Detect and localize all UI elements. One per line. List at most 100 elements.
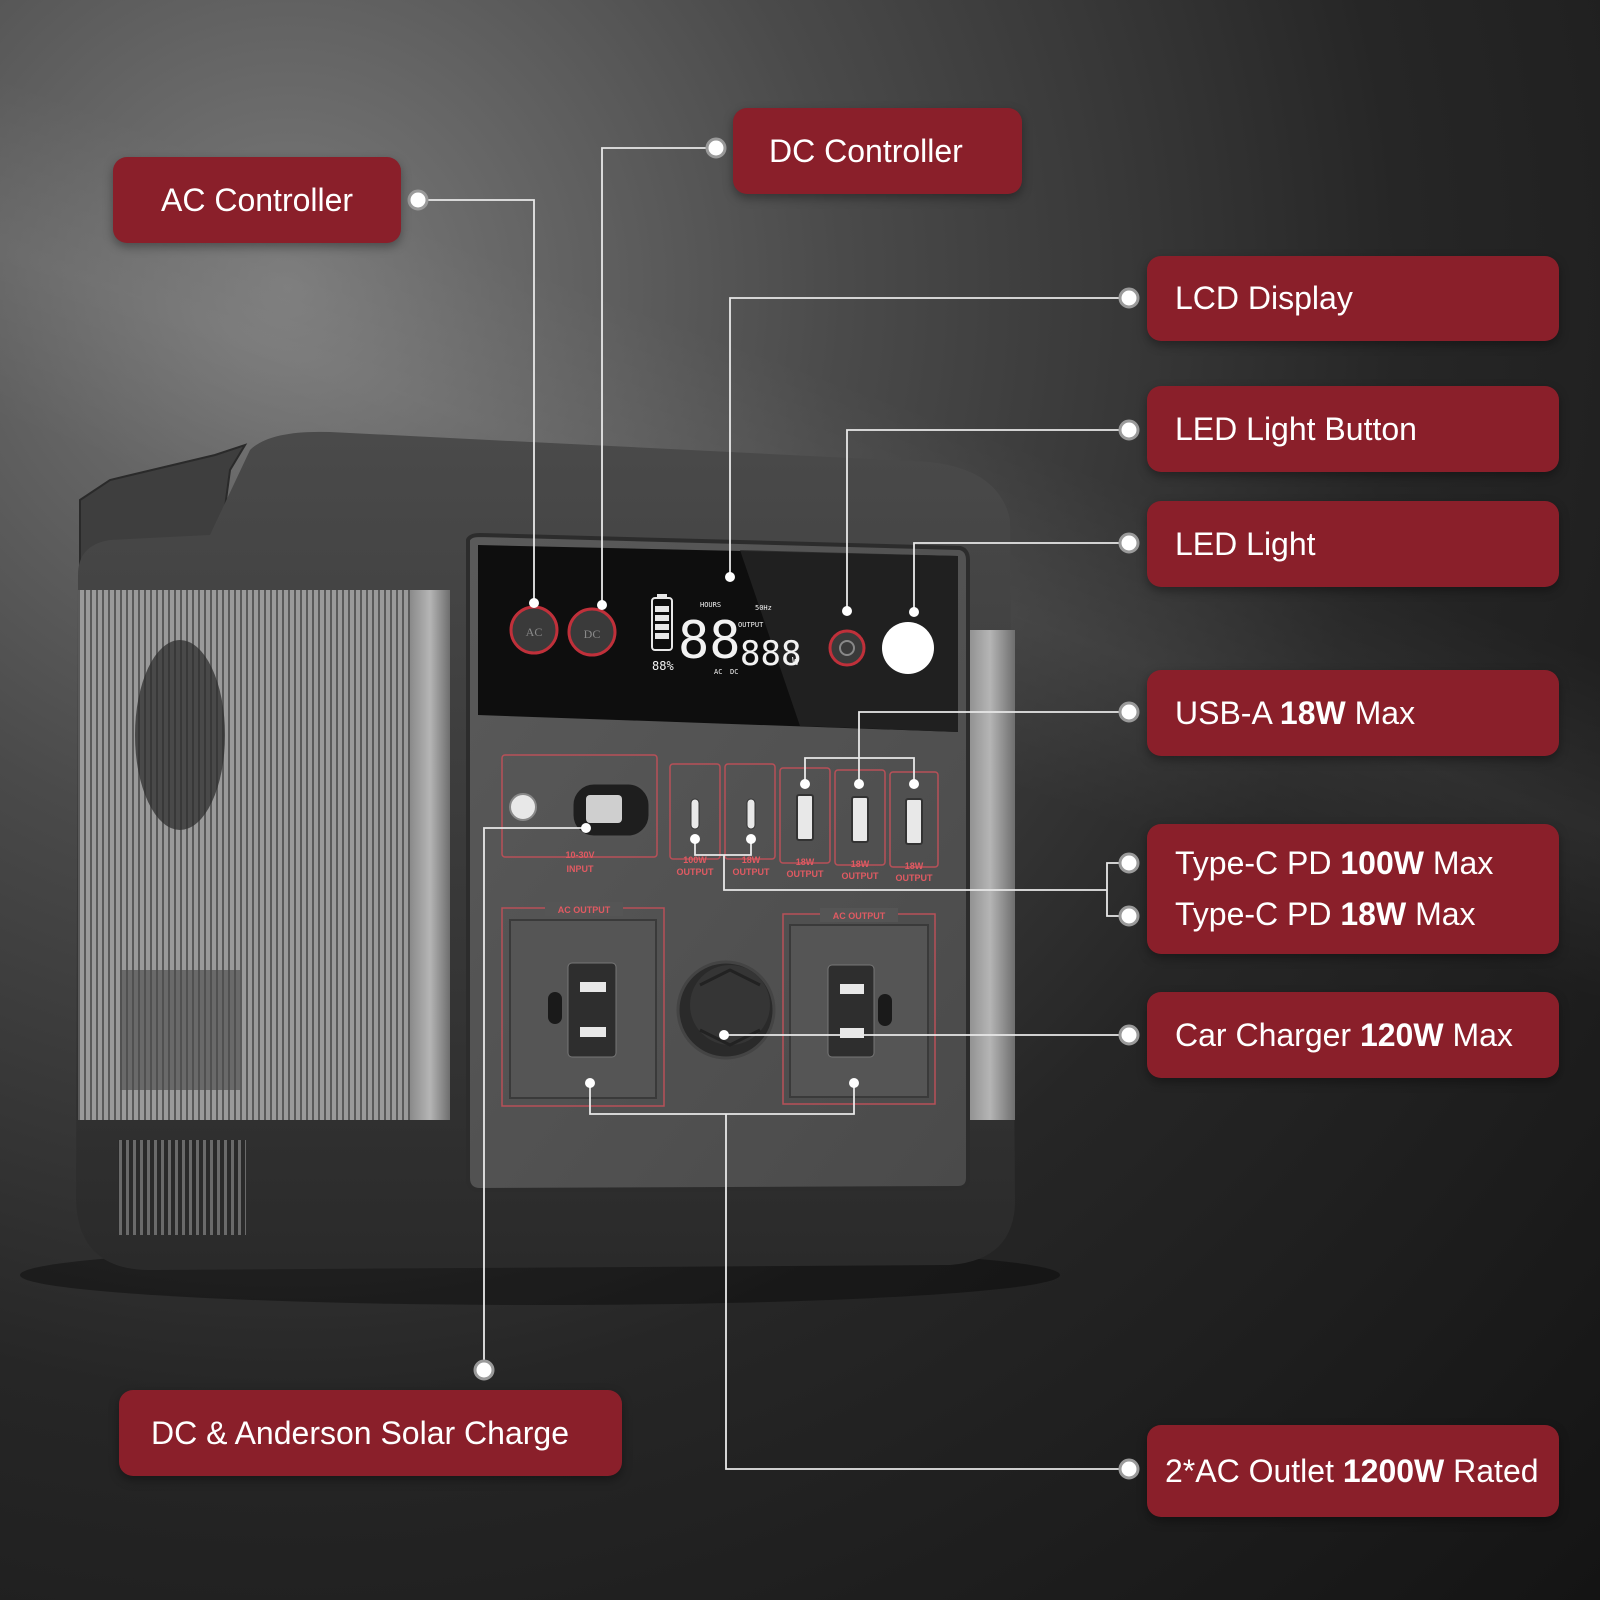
ac-button-label: AC: [526, 625, 543, 639]
ac-outlet-text-bold: 1200W: [1342, 1452, 1445, 1489]
lcd-output-label: OUTPUT: [738, 621, 764, 629]
label-usb-a: USB-A 18W Max: [1147, 670, 1559, 756]
typec-18-text-bold: 18W: [1340, 896, 1407, 932]
label-usb-a-text: USB-A 18W Max: [1147, 695, 1415, 732]
usb-a-text-post: Max: [1345, 694, 1416, 731]
typec-18-text-post: Max: [1406, 896, 1476, 932]
typec-18w-port: 18W OUTPUT: [724, 763, 776, 877]
port-label-t-1: OUTPUT: [677, 867, 715, 877]
dot-typec-100: [1118, 852, 1140, 874]
lcd-hours-digits: 88: [678, 611, 741, 671]
port-label-t-2: OUTPUT: [733, 867, 771, 877]
dc-controller-line: [601, 147, 716, 605]
led-light: [882, 622, 934, 674]
label-dc-solar: DC & Anderson Solar Charge: [119, 1390, 622, 1476]
typec-100w-port: 100W OUTPUT: [669, 763, 721, 877]
side-vent-panel: [120, 970, 240, 1090]
lcd-display: 88 888 W 88% HOURS OUTPUT 50Hz AC DC: [651, 594, 801, 676]
input-label: INPUT: [567, 864, 595, 874]
port-label-w-5: 18W: [905, 861, 924, 871]
port-label-w-4: 18W: [851, 859, 870, 869]
label-typec: Type-C PD 100W Max Type-C PD 18W Max: [1147, 824, 1559, 954]
usb-a-text-pre: USB-A: [1175, 694, 1280, 731]
led-light-button[interactable]: [828, 629, 866, 667]
lcd-watt-unit: W: [792, 655, 799, 668]
dot-car-charger: [1118, 1024, 1140, 1046]
ac-outlet-text-post: Rated: [1444, 1452, 1539, 1489]
lcd-watts-digits: 888: [740, 634, 801, 674]
label-dc-controller: DC Controller: [733, 108, 1022, 194]
typec-18-text-pre: Type-C PD: [1175, 896, 1341, 932]
side-fan-grille: [135, 640, 225, 830]
typec-branch: [694, 839, 752, 856]
callout-dots-small: [529, 572, 919, 1088]
ac-outlet-text-pre: 2*AC Outlet: [1165, 1452, 1343, 1489]
label-typec-18-text: Type-C PD 18W Max: [1147, 896, 1476, 933]
right-trim: [965, 630, 1015, 1120]
label-led-light-text: LED Light: [1175, 525, 1316, 562]
port-label-w-1: 100W: [683, 855, 707, 865]
typec-line: [723, 855, 1107, 891]
label-ac-controller-text: AC Controller: [161, 181, 354, 218]
dot-dc-solar: [473, 1359, 495, 1381]
lcd-ac-label: AC: [714, 668, 722, 676]
car-charger-text-post: Max: [1443, 1016, 1513, 1053]
ac-output-label-1: AC OUTPUT: [558, 905, 611, 915]
ac-output-label-2: AC OUTPUT: [833, 911, 886, 921]
dot-led-light: [1118, 532, 1140, 554]
lcd-hours-label: HOURS: [700, 601, 721, 609]
typec-100-text-pre: Type-C PD: [1175, 845, 1341, 881]
usb-a-port-2: 18W OUTPUT: [834, 769, 886, 881]
dc-input-port: [509, 793, 537, 821]
usb-a-branch: [804, 757, 915, 784]
input-voltage-label: 10-30V: [565, 850, 594, 860]
led-light-line: [913, 542, 1129, 612]
label-car-charger: Car Charger 120W Max: [1147, 992, 1559, 1078]
dot-ac-outlet: [1118, 1458, 1140, 1480]
dot-lcd: [1118, 287, 1140, 309]
usb-a-text-bold: 18W: [1279, 694, 1346, 731]
ac-outlet-1: AC OUTPUT: [501, 902, 665, 1107]
callout-dots-large: [407, 137, 1140, 1480]
dc-button-label: DC: [584, 627, 601, 641]
usb-a-line-main: [858, 711, 1129, 784]
lcd-percent: 88%: [652, 659, 674, 673]
port-label-w-2: 18W: [742, 855, 761, 865]
typec-100-text-bold: 100W: [1340, 845, 1424, 881]
dc-input-section: 10-30V INPUT: [501, 754, 658, 874]
car-charger-text-pre: Car Charger: [1175, 1016, 1360, 1053]
dc-solar-line: [483, 827, 586, 1370]
ac-outlet-2: AC OUTPUT: [782, 908, 936, 1105]
port-label-w-3: 18W: [796, 857, 815, 867]
usb-a-port-1: 18W OUTPUT: [779, 767, 831, 879]
ac-outlet-branch: [589, 1083, 855, 1115]
label-ac-outlet-text: 2*AC Outlet 1200W Rated: [1147, 1453, 1539, 1490]
label-car-charger-text: Car Charger 120W Max: [1147, 1017, 1513, 1054]
label-lcd-display: LCD Display: [1147, 256, 1559, 341]
dot-usb-a: [1118, 701, 1140, 723]
dot-led-button: [1118, 419, 1140, 441]
ac-outlet-line: [725, 1114, 1129, 1470]
side-bottom-vent: [118, 1140, 246, 1235]
lcd-hz-label: 50Hz: [755, 604, 772, 612]
lcd-dc-label: DC: [730, 668, 738, 676]
port-label-t-5: OUTPUT: [896, 873, 934, 883]
port-label-t-3: OUTPUT: [787, 869, 825, 879]
label-led-light-button-text: LED Light Button: [1175, 410, 1417, 447]
dc-button[interactable]: DC: [567, 607, 617, 657]
side-trim: [410, 590, 450, 1120]
label-ac-outlet: 2*AC Outlet 1200W Rated: [1147, 1425, 1559, 1517]
label-dc-solar-text: DC & Anderson Solar Charge: [151, 1414, 569, 1451]
label-led-light-button: LED Light Button: [1147, 386, 1559, 472]
lcd-line: [729, 297, 1129, 577]
ac-button[interactable]: AC: [509, 605, 559, 655]
label-led-light: LED Light: [1147, 501, 1559, 587]
battery-cap: [657, 594, 667, 599]
port-label-t-4: OUTPUT: [842, 871, 880, 881]
label-typec-100-text: Type-C PD 100W Max: [1147, 845, 1493, 882]
dot-typec-18: [1118, 905, 1140, 927]
car-charger-text-bold: 120W: [1359, 1016, 1444, 1053]
callout-lines: [418, 147, 1129, 1470]
label-lcd-display-text: LCD Display: [1175, 280, 1353, 316]
